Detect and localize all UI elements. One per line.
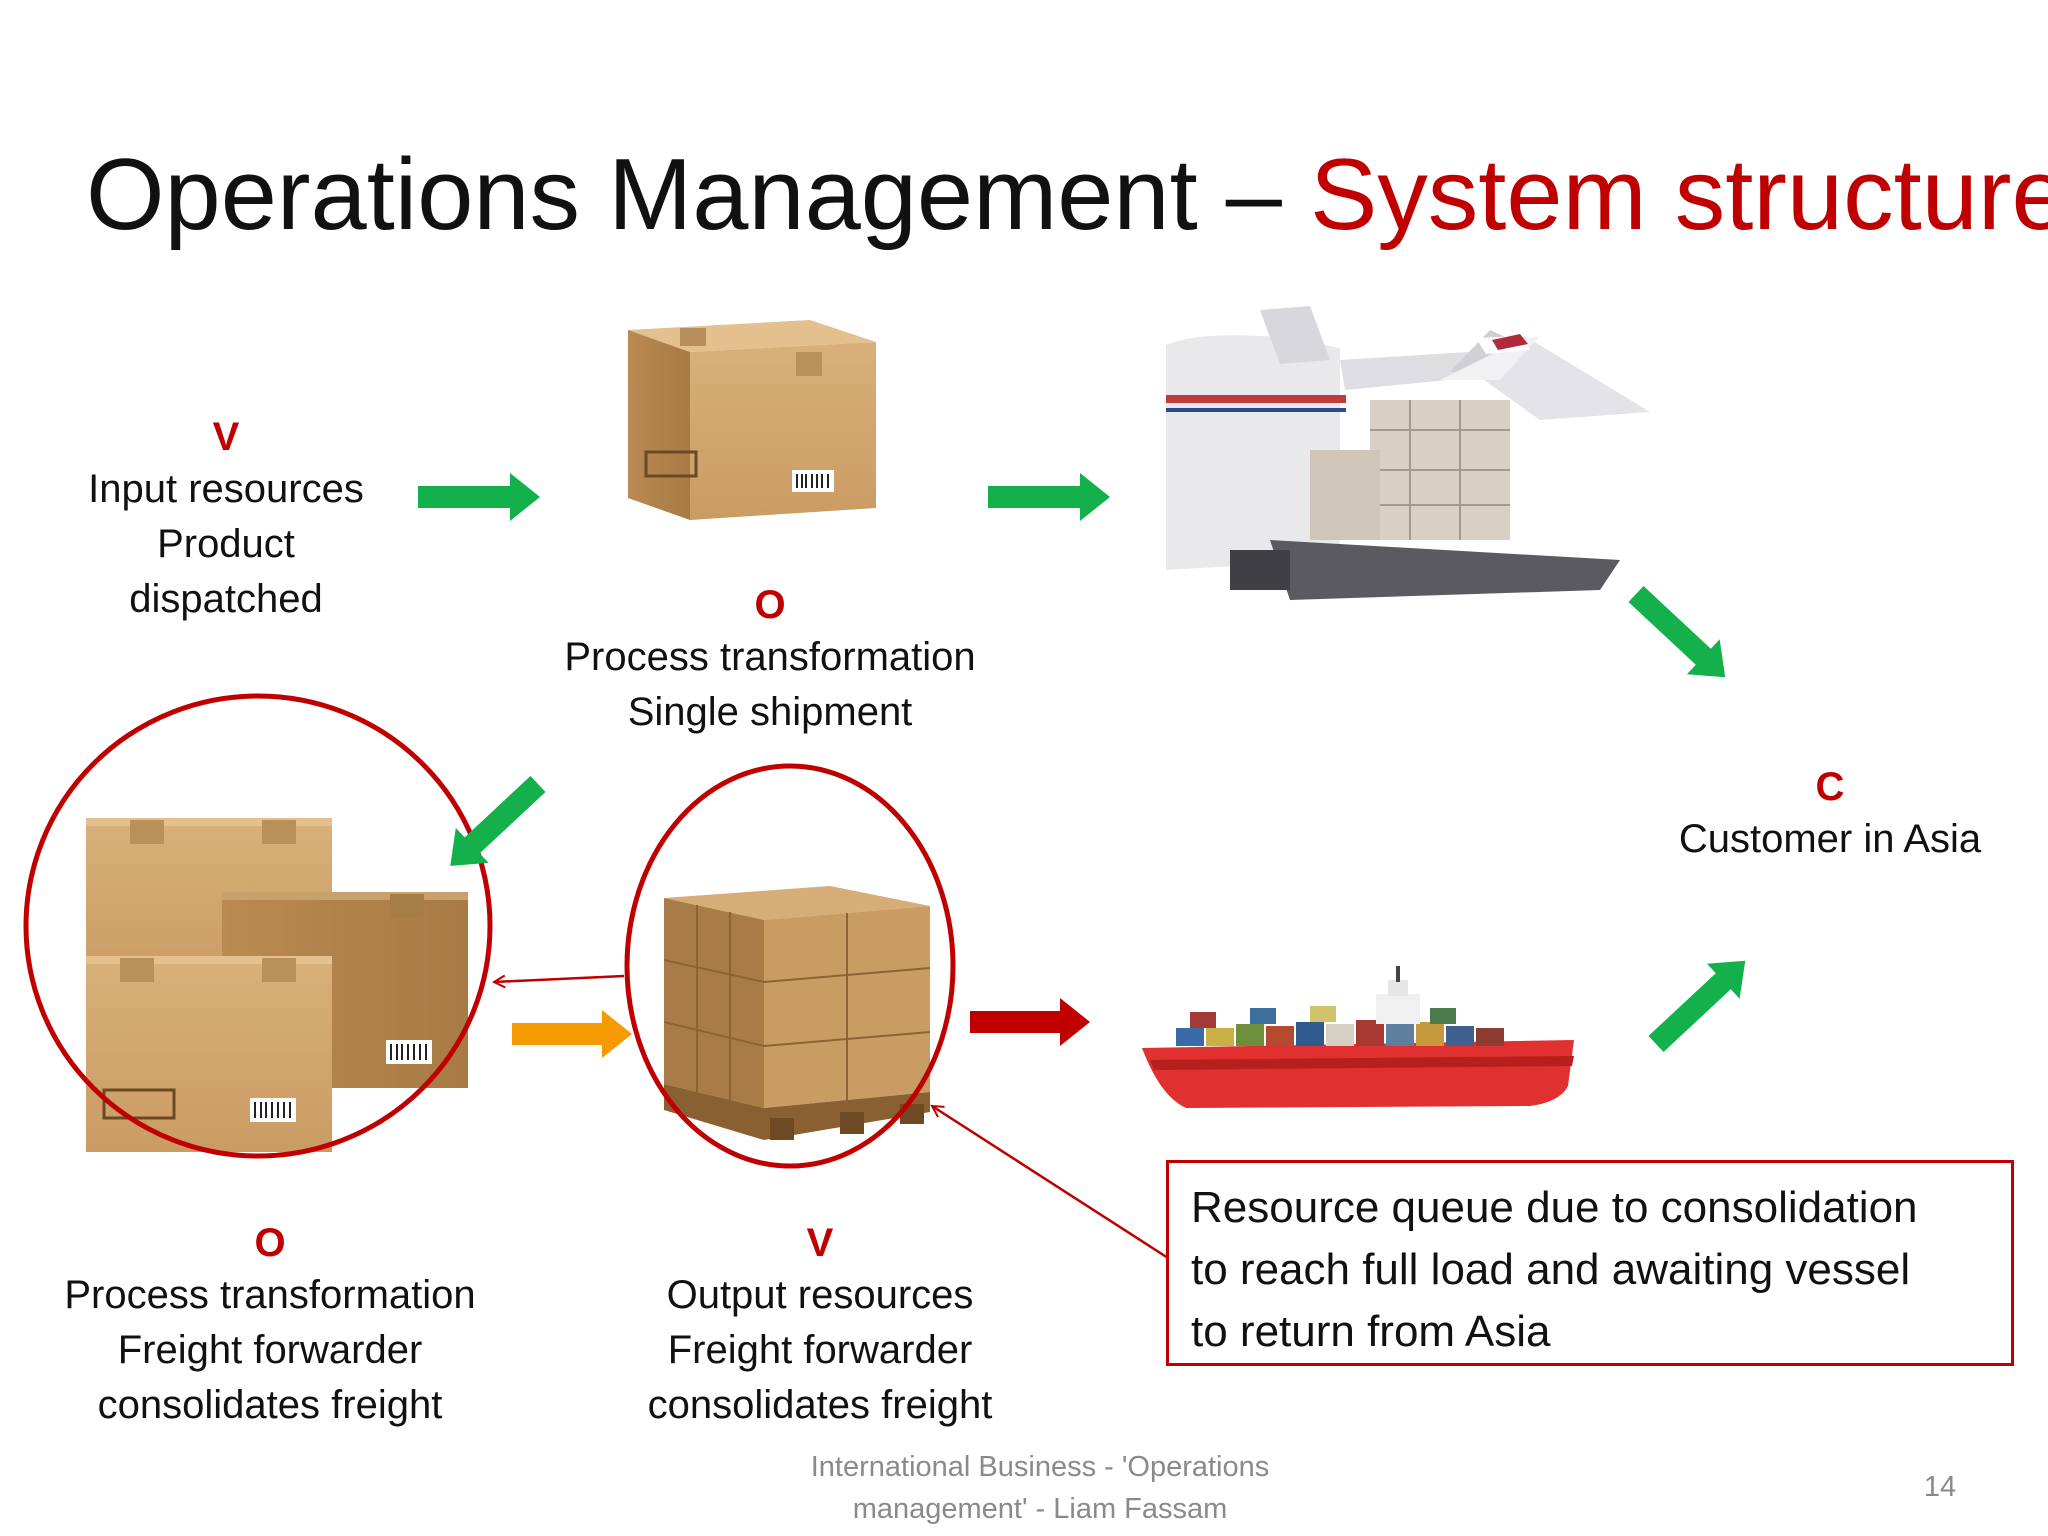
arrow-input-to-box (418, 473, 540, 521)
node-line: Process transformation (564, 635, 976, 679)
node-line: Customer in Asia (1678, 817, 1982, 861)
footer-line: International Business - 'Operations (810, 1451, 1270, 1483)
node-line: Freight forwarder (117, 1328, 423, 1372)
arrow-output-to-ship (970, 998, 1090, 1046)
callout-line: Resource queue due to consolidation (1191, 1183, 1918, 1232)
arrow-box-to-consolidation (450, 775, 546, 866)
arrow-plane-to-customer (1628, 585, 1726, 678)
cardboard-box-icon (628, 320, 876, 520)
callout-line: to reach full load and awaiting vessel (1191, 1245, 1911, 1294)
title-main: Operations Management – (86, 139, 1310, 251)
arrow-consolidation-to-output (512, 1010, 632, 1058)
container-ship-icon (1142, 966, 1574, 1108)
node-line: dispatched (129, 577, 323, 621)
cargo-plane-icon (1166, 306, 1650, 600)
feedback-arrow (494, 976, 625, 982)
node-letter: V (806, 1221, 834, 1265)
page-number: 14 (1923, 1471, 1957, 1503)
resource-queue-callout: Resource queue due to consolidation to r… (1166, 1160, 2014, 1366)
slide-title: Operations Management – System structure… (86, 130, 2048, 260)
slide-footer: International Business - 'Operations man… (760, 1446, 1320, 1530)
node-letter: V (212, 415, 240, 459)
node-single-shipment-label: O Process transformation Single shipment (500, 580, 1040, 740)
arrow-box-to-plane (988, 473, 1110, 521)
callout-pointer-arrow (932, 1106, 1169, 1260)
node-consolidate-label: O Process transformation Freight forward… (20, 1218, 520, 1433)
node-output-label: V Output resources Freight forwarder con… (580, 1218, 1060, 1433)
arrow-ship-to-customer (1648, 960, 1746, 1053)
stacked-boxes-icon (86, 818, 468, 1152)
footer-line: management' - Liam Fassam (852, 1493, 1228, 1525)
node-line: consolidates freight (647, 1383, 993, 1427)
node-letter: O (254, 1221, 286, 1265)
node-input-label: V Input resources Product dispatched (50, 412, 402, 627)
pallet-boxes-icon (663, 886, 931, 1140)
node-line: Process transformation (64, 1273, 476, 1317)
title-accent: System structures (1309, 139, 2048, 251)
node-customer-label: C Customer in Asia (1620, 762, 2040, 867)
node-line: Output resources (666, 1273, 974, 1317)
node-line: Input resources (88, 467, 364, 511)
node-line: Single shipment (627, 690, 913, 734)
callout-line: to return from Asia (1191, 1307, 1551, 1356)
node-line: Freight forwarder (667, 1328, 973, 1372)
node-line: Product (157, 522, 295, 566)
node-letter: O (754, 583, 786, 627)
node-letter: C (1815, 765, 1845, 809)
consolidation-circle (23, 693, 493, 1159)
node-line: consolidates freight (97, 1383, 443, 1427)
output-circle (624, 763, 956, 1169)
